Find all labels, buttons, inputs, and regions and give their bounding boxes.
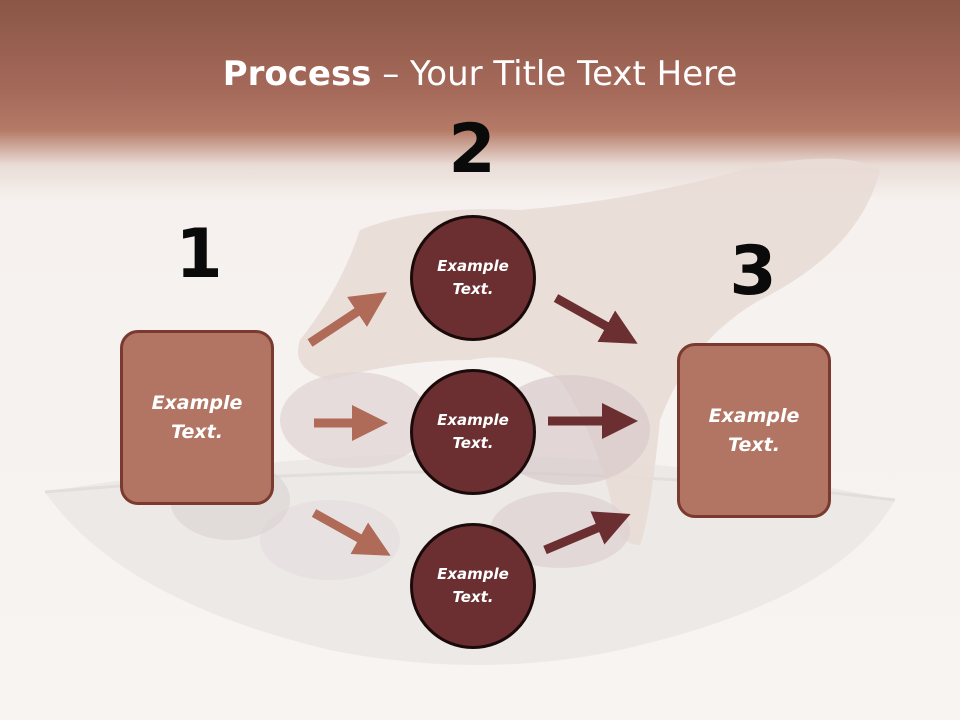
circle-2: Example Text.	[410, 369, 536, 495]
circle-1: Example Text.	[410, 215, 536, 341]
step-1-box: Example Text.	[120, 330, 274, 505]
circle-3-text: Example Text.	[437, 565, 509, 606]
circle-1-text: Example Text.	[437, 257, 509, 298]
step-number-2: 2	[448, 110, 496, 189]
arrow-to-circle-1	[307, 292, 388, 347]
step-3-box: Example Text.	[677, 343, 831, 518]
arrow-from-circle-1	[553, 294, 638, 344]
step-1-text: Example Text.	[151, 391, 243, 443]
slide-title: Process – Your Title Text Here	[0, 52, 960, 96]
step-number-3: 3	[729, 232, 777, 311]
circle-3: Example Text.	[410, 523, 536, 649]
arrow-from-circle-3	[543, 511, 631, 555]
title-bold: Process	[222, 54, 372, 94]
step-3-text: Example Text.	[708, 404, 800, 456]
title-rest: – Your Title Text Here	[371, 54, 738, 94]
circle-2-text: Example Text.	[437, 411, 509, 452]
arrow-to-circle-3	[311, 509, 391, 556]
step-number-1: 1	[175, 215, 223, 294]
